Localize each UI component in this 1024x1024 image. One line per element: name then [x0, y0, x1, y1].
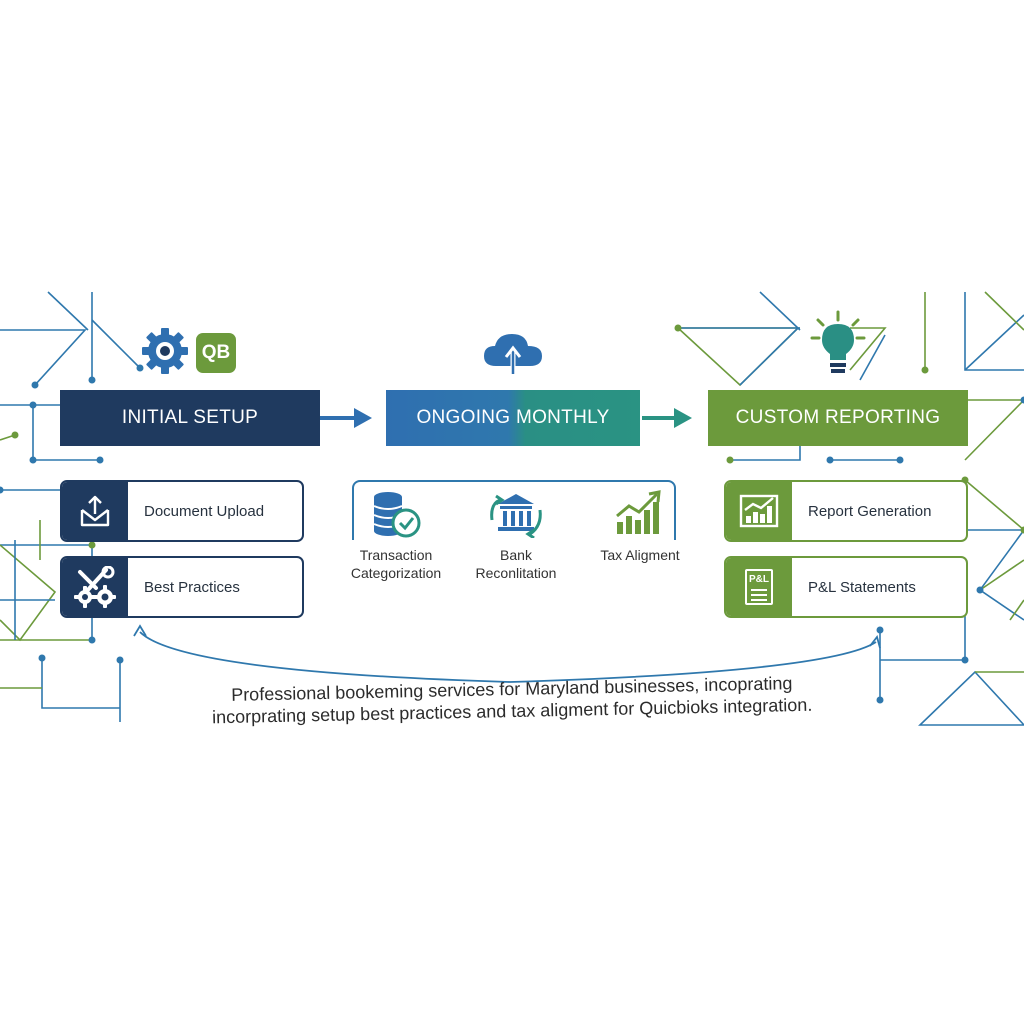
custom-reporting-banner: CUSTOM REPORTING — [708, 390, 968, 446]
initial-setup-title: INITIAL SETUP — [121, 407, 259, 428]
quickbooks-logo-text: QB — [201, 342, 231, 363]
report-generation-label: Report Generation — [808, 502, 932, 520]
coins-check-icon — [336, 488, 456, 540]
bank-reconciliation-item: Bank Reconlitation — [456, 488, 576, 582]
best-practices-label: Best Practices — [144, 578, 240, 596]
pl-statements-label: P&L Statements — [808, 578, 916, 596]
quickbooks-logo-icon: QB — [196, 333, 236, 373]
custom-reporting-title: CUSTOM REPORTING — [735, 407, 941, 428]
best-practices-card: Best Practices — [60, 556, 304, 618]
pl-document-text: P&L — [749, 574, 769, 585]
bank-cycle-icon — [456, 488, 576, 540]
tax-alignment-item: Tax Aligment — [580, 488, 700, 564]
initial-setup-banner: INITIAL SETUP — [60, 390, 320, 446]
tax-label-line1: Tax Aligment — [600, 547, 680, 563]
monthly-tasks-frame — [352, 480, 676, 540]
ongoing-monthly-title: ONGOING MONTHLY — [416, 407, 610, 428]
pl-document-icon: P&L — [726, 558, 792, 616]
lightbulb-icon — [810, 310, 866, 380]
bank-label-line2: Reconlitation — [475, 565, 557, 581]
gear-icon — [140, 326, 190, 376]
document-upload-card: Document Upload — [60, 480, 304, 542]
cloud-upload-icon — [482, 328, 544, 376]
document-upload-icon — [62, 482, 128, 540]
chart-report-icon — [726, 482, 792, 540]
document-upload-label: Document Upload — [144, 502, 265, 520]
tools-gears-icon — [62, 558, 128, 616]
transaction-label-line1: Transaction — [359, 547, 433, 563]
growth-chart-icon — [580, 488, 700, 540]
bank-label-line1: Bank — [500, 547, 532, 563]
transaction-categorization-item: Transaction Categorization — [336, 488, 456, 582]
ongoing-monthly-banner: ONGOING MONTHLY — [386, 390, 640, 446]
pl-statements-card: P&L P&L Statements — [724, 556, 968, 618]
transaction-label-line2: Categorization — [350, 565, 442, 581]
report-generation-card: Report Generation — [724, 480, 968, 542]
